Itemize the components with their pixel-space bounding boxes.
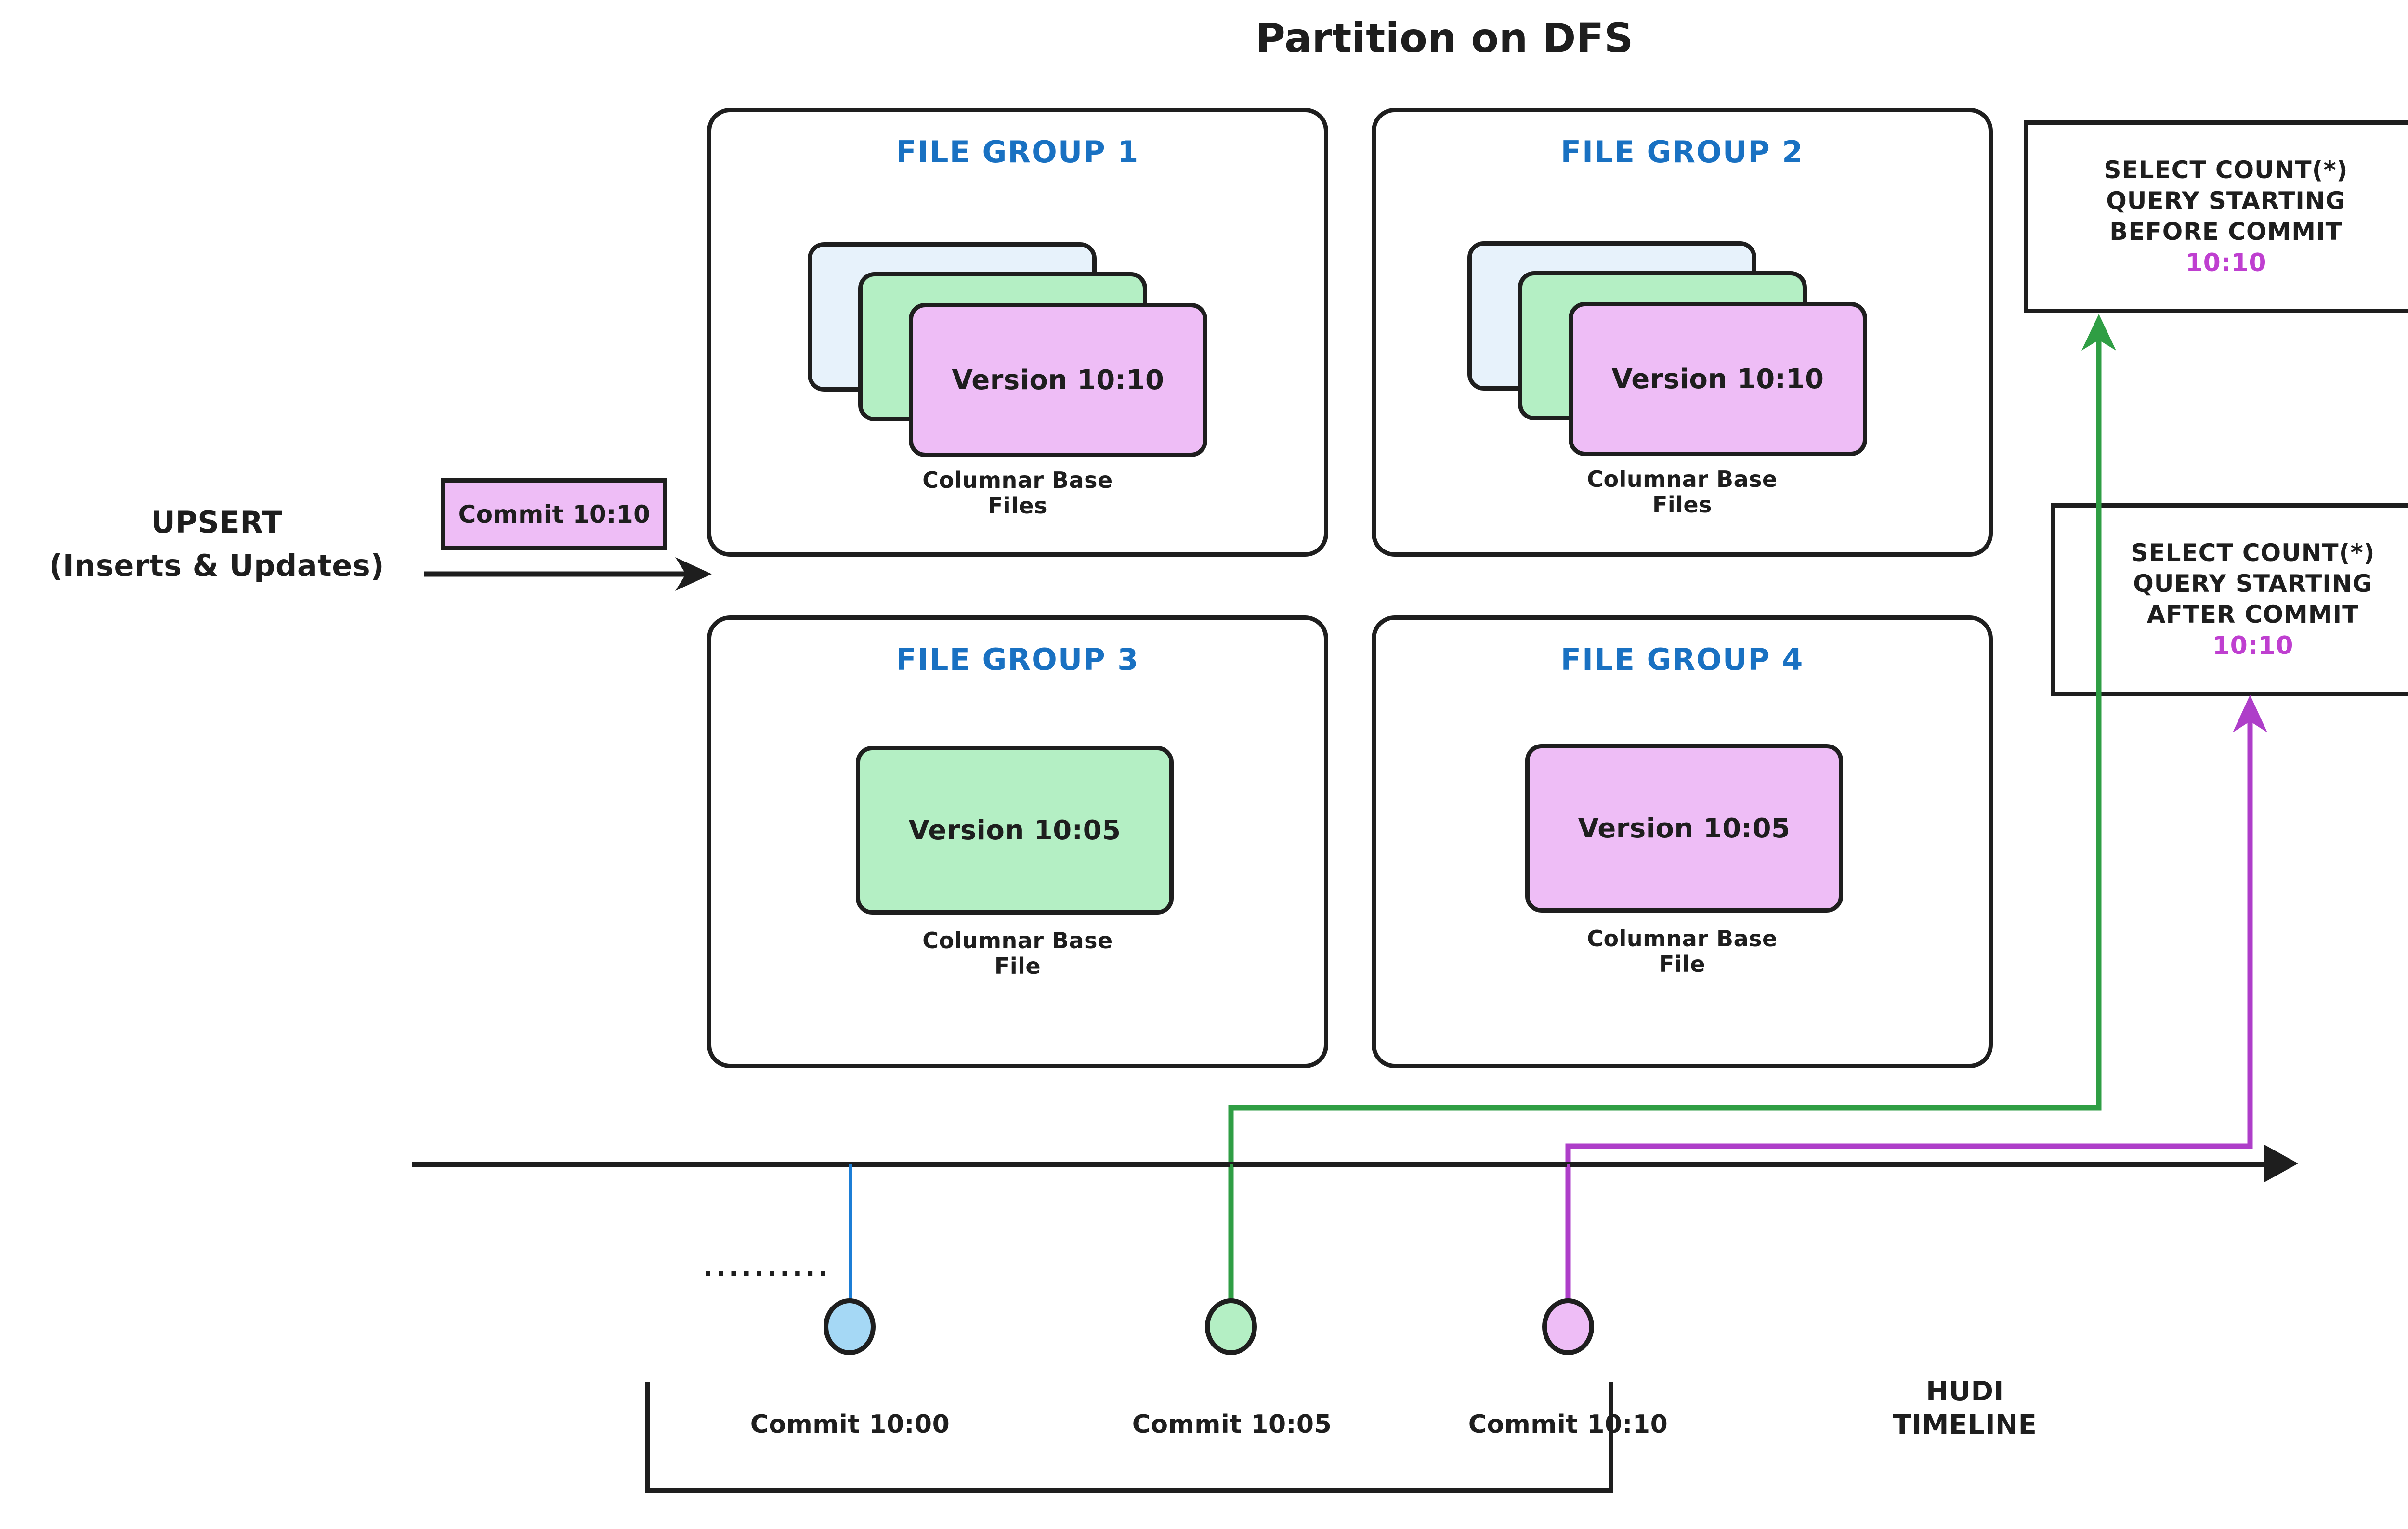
commit-chip[interactable]: Commit 10:10 [441,478,667,550]
file-group-1-title: FILE GROUP 1 [896,134,1139,170]
timeline-stem-2 [1230,1164,1233,1326]
timeline-arrowhead [2264,1144,2298,1183]
upsert-label-block: UPSERT (Inserts & Updates) [0,501,433,588]
upsert-sublabel: (Inserts & Updates) [49,548,385,583]
query-line-2: QUERY STARTING [2133,569,2373,598]
timeline-label-commit-1005: Commit 10:05 [1132,1410,1332,1439]
timeline-ellipsis: .......... [703,1252,831,1282]
timeline-bracket [645,1382,1613,1493]
timeline-dot-commit-1010[interactable] [1542,1298,1594,1355]
base-file-card-current[interactable]: Version 10:05 [1525,744,1843,913]
query-line-1: SELECT COUNT(*) [2131,538,2375,567]
file-group-3-title: FILE GROUP 3 [896,642,1139,677]
query-line-3: AFTER COMMIT [2146,600,2359,628]
file-group-3-caption: Columnar Base File [922,928,1113,980]
query-box-before-commit[interactable]: SELECT COUNT(*) QUERY STARTING BEFORE CO… [2024,120,2408,313]
timeline-stem-1 [849,1164,852,1326]
query-line-3: BEFORE COMMIT [2109,217,2343,246]
file-group-4[interactable]: FILE GROUP 4 Version 10:05 Columnar Base… [1372,615,1993,1068]
file-group-2-caption: Columnar Base Files [1587,466,1778,518]
file-group-4-title: FILE GROUP 4 [1560,642,1804,677]
timeline-dot-commit-1000[interactable] [824,1298,876,1355]
hudi-timeline-label: HUDI TIMELINE [1893,1376,2037,1441]
query-commit-time: 10:10 [2185,248,2267,277]
base-file-card-current[interactable]: Version 10:10 [1569,302,1867,456]
base-file-card-current[interactable]: Version 10:10 [909,303,1207,457]
page-title: Partition on DFS [1256,14,1634,62]
base-file-card-current[interactable]: Version 10:05 [856,746,1174,915]
upsert-arrow [424,557,712,591]
timeline-stem-3 [1567,1164,1570,1326]
timeline-label-commit-1010: Commit 10:10 [1468,1410,1668,1439]
query-line-1: SELECT COUNT(*) [2104,156,2348,184]
file-group-3[interactable]: FILE GROUP 3 Version 10:05 Columnar Base… [707,615,1328,1068]
file-group-2-title: FILE GROUP 2 [1560,134,1804,170]
upsert-label: UPSERT [151,505,283,540]
file-group-2[interactable]: FILE GROUP 2 Version 10:10 Columnar Base… [1372,108,1993,557]
timeline-dot-commit-1005[interactable] [1205,1298,1257,1355]
file-group-1-caption: Columnar Base Files [922,467,1113,519]
file-group-1[interactable]: FILE GROUP 1 Version 10:10 Columnar Base… [707,108,1328,557]
timeline-label-commit-1000: Commit 10:00 [750,1410,950,1439]
timeline-axis [412,1162,2271,1167]
query-box-after-commit[interactable]: SELECT COUNT(*) QUERY STARTING AFTER COM… [2051,503,2408,696]
file-group-4-caption: Columnar Base File [1587,926,1778,978]
query-commit-time: 10:10 [2212,631,2294,660]
query-line-2: QUERY STARTING [2106,186,2346,215]
